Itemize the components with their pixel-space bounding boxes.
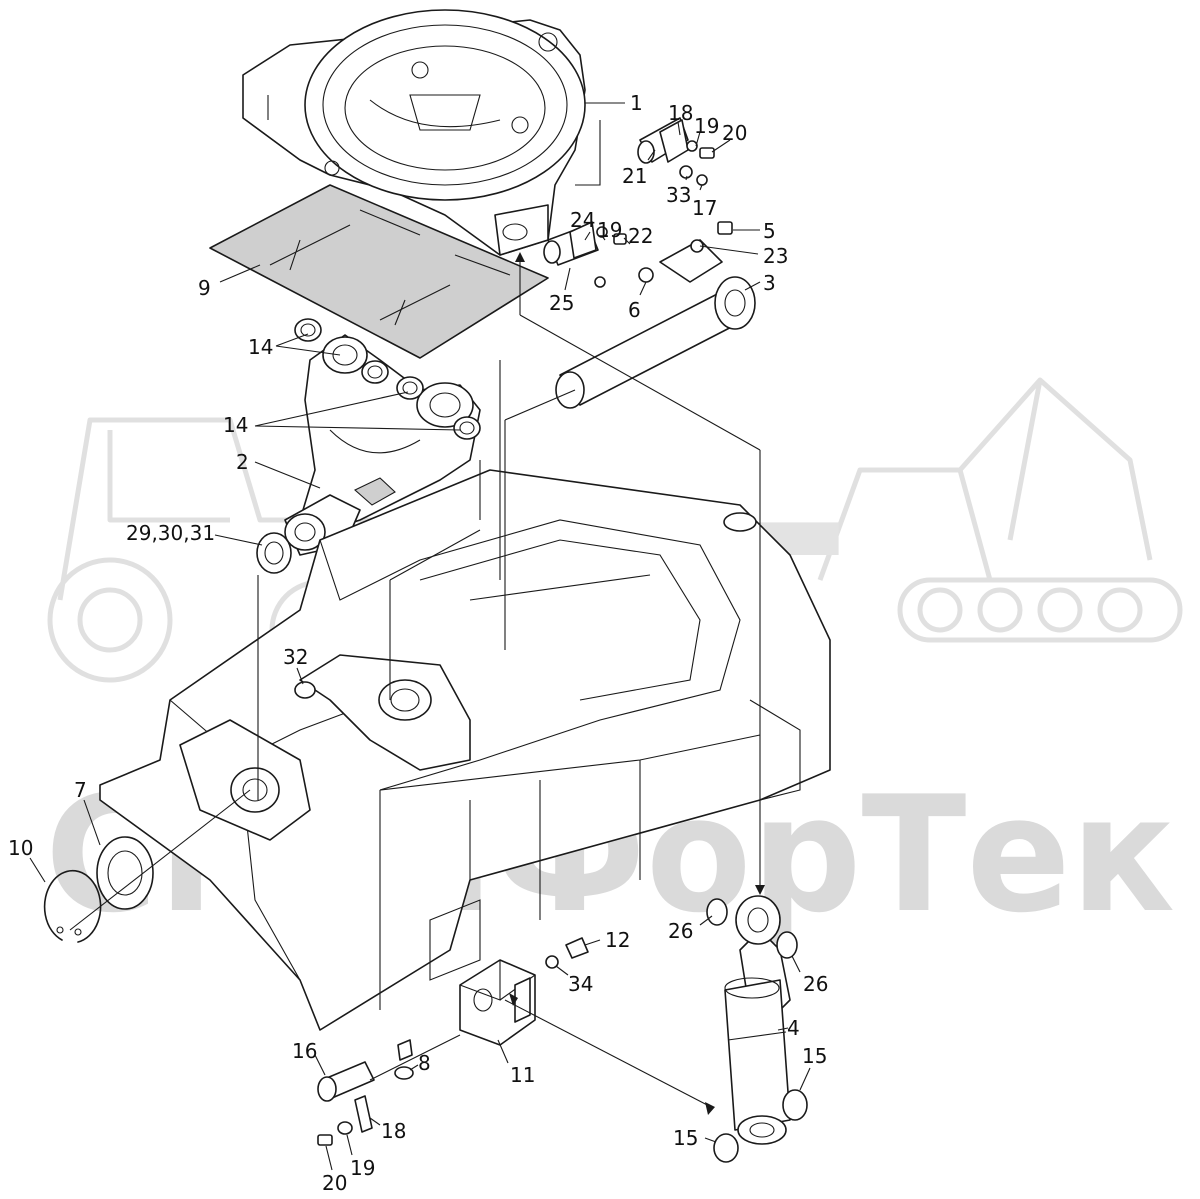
- part-lower-pin-set: [317, 1039, 414, 1146]
- callout-26: 26: [668, 919, 693, 943]
- part-swing-housing: [242, 9, 586, 256]
- callout-2: 2: [236, 450, 249, 474]
- callout-15: 15: [802, 1044, 827, 1068]
- callout-19-c: 19: [350, 1156, 375, 1180]
- callout-14-b: 14: [223, 413, 248, 437]
- callout-16: 16: [292, 1039, 317, 1063]
- part-upper-pin: [555, 239, 756, 409]
- callout-18-b: 18: [381, 1119, 406, 1143]
- callout-34: 34: [568, 972, 593, 996]
- callout-leaders: [29, 102, 811, 1171]
- part-circlip: [43, 869, 102, 943]
- callout-7: 7: [74, 778, 87, 802]
- callout-17: 17: [692, 196, 717, 220]
- callout-33: 33: [666, 183, 691, 207]
- part-hydraulic-cylinder: [724, 895, 791, 1145]
- part-shim-ring: [256, 532, 292, 574]
- callout-1: 1: [630, 91, 643, 115]
- callout-19-b: 19: [597, 218, 622, 242]
- callout-21: 21: [622, 164, 647, 188]
- part-grease-fittings: [545, 937, 589, 969]
- callout-20-b: 20: [322, 1171, 347, 1195]
- watermark-excavator-icon: [817, 377, 1183, 643]
- callout-32: 32: [283, 645, 308, 669]
- callout-22: 22: [628, 224, 653, 248]
- callout-4: 4: [787, 1016, 800, 1040]
- callout-19: 19: [694, 114, 719, 138]
- part-upper-hardware: [543, 117, 733, 288]
- callout-11: 11: [510, 1063, 535, 1087]
- callout-23: 23: [763, 244, 788, 268]
- callout-10: 10: [8, 836, 33, 860]
- part-swing-bracket: [284, 334, 481, 556]
- callout-8: 8: [418, 1051, 431, 1075]
- callout-18: 18: [668, 101, 693, 125]
- callout-3: 3: [763, 271, 776, 295]
- callout-29-30-31: 29,30,31: [126, 521, 215, 545]
- callout-20: 20: [722, 121, 747, 145]
- callout-5: 5: [763, 219, 776, 243]
- callout-25: 25: [549, 291, 574, 315]
- callout-15-b: 15: [673, 1126, 698, 1150]
- callout-labels: 1 18 19 20 21 33 17 24 19 22 5 23 3 6 25…: [8, 91, 828, 1195]
- part-shim-plate: [209, 184, 549, 359]
- callout-6: 6: [628, 298, 641, 322]
- callout-9: 9: [198, 276, 211, 300]
- part-cylinder-rings: [706, 898, 808, 1163]
- part-lower-bracket: [459, 959, 536, 1046]
- assembly-lines: [69, 120, 765, 1115]
- callout-12: 12: [605, 928, 630, 952]
- part-thrust-washer: [96, 836, 154, 910]
- callout-14: 14: [248, 335, 273, 359]
- part-main-frame: [99, 469, 831, 1031]
- callout-24: 24: [570, 208, 595, 232]
- callout-26-b: 26: [803, 972, 828, 996]
